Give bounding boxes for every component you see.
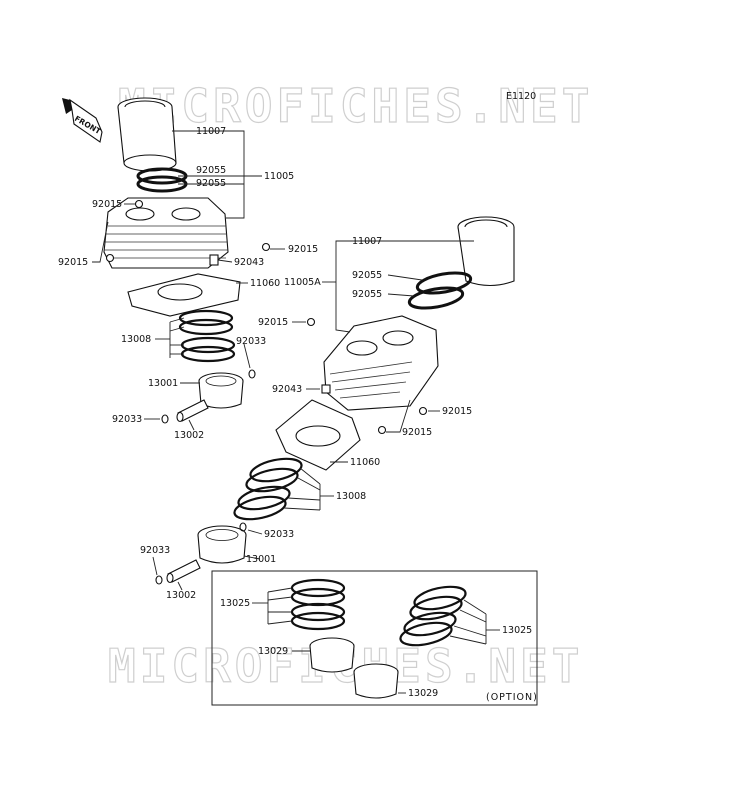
nut-92015-c <box>261 242 271 252</box>
piston-upper <box>198 372 244 409</box>
piston-lower <box>197 525 247 564</box>
label-92015-lower-d: 92015 <box>258 317 288 328</box>
nut-92015-f <box>377 425 387 435</box>
label-11060-lower: 11060 <box>350 457 380 468</box>
label-11005a: 11005A <box>284 277 321 288</box>
nut-92015-b <box>105 253 115 263</box>
option-rings-left <box>290 578 346 631</box>
watermark-top: MICROFICHES.NET <box>118 79 593 133</box>
label-13008-lower: 13008 <box>336 491 366 502</box>
label-92043-upper: 92043 <box>234 257 264 268</box>
label-92015-upper-a: 92015 <box>92 199 122 210</box>
piston-ring-lower-2 <box>407 286 465 310</box>
piston-ring-lower-1 <box>415 271 473 295</box>
label-11007-lower: 11007 <box>352 236 382 247</box>
dowel-92043-a <box>209 254 219 266</box>
label-13029-right: 13029 <box>408 688 438 699</box>
label-13001-lower: 13001 <box>246 554 276 565</box>
option-label: (OPTION) <box>486 692 538 703</box>
label-11060-upper: 11060 <box>250 278 280 289</box>
circlip-92033-d <box>155 575 163 585</box>
dowel-92043-b <box>321 384 331 394</box>
label-13008-upper: 13008 <box>121 334 151 345</box>
piston-sleeve-lower <box>457 216 515 287</box>
label-13002-lower: 13002 <box>166 590 196 601</box>
gasket-lower <box>275 399 361 471</box>
piston-rings-set-lower <box>233 457 303 521</box>
label-92033-upper-b: 92033 <box>112 414 142 425</box>
label-92043-lower: 92043 <box>272 384 302 395</box>
label-92015-upper-c: 92015 <box>288 244 318 255</box>
label-11005: 11005 <box>264 171 294 182</box>
label-11007-upper: 11007 <box>196 126 226 137</box>
nut-92015-d <box>306 317 316 327</box>
label-92033-upper-a: 92033 <box>236 336 266 347</box>
label-92055-upper-2: 92055 <box>196 178 226 189</box>
label-92055-upper-1: 92055 <box>196 165 226 176</box>
label-13025-left: 13025 <box>220 598 250 609</box>
option-rings-right <box>399 585 467 647</box>
label-92055-lower-1: 92055 <box>352 270 382 281</box>
diagram-code: E1120 <box>506 91 536 102</box>
label-92055-lower-2: 92055 <box>352 289 382 300</box>
label-13001-upper: 13001 <box>148 378 178 389</box>
circlip-92033-a <box>248 369 256 379</box>
piston-sleeve-upper <box>117 97 177 172</box>
piston-rings-set-upper <box>178 309 236 363</box>
label-13002-upper: 13002 <box>174 430 204 441</box>
front-arrow-icon: FRONT <box>62 98 103 143</box>
nut-92015-e <box>418 406 428 416</box>
piston-pin-upper <box>176 399 209 423</box>
label-92015-lower-f: 92015 <box>402 427 432 438</box>
option-piston-left <box>309 637 355 673</box>
label-92015-lower-e: 92015 <box>442 406 472 417</box>
nut-92015-a <box>134 199 144 209</box>
option-piston-right <box>353 663 399 699</box>
label-92015-upper-b: 92015 <box>58 257 88 268</box>
circlip-92033-b <box>161 414 169 424</box>
gasket-upper <box>127 273 241 317</box>
label-92033-lower-d: 92033 <box>140 545 170 556</box>
label-13029-left: 13029 <box>258 646 288 657</box>
cylinder-block-lower <box>323 315 439 411</box>
option-box <box>211 570 538 706</box>
label-92033-lower-c: 92033 <box>264 529 294 540</box>
label-13025-right: 13025 <box>502 625 532 636</box>
cylinder-block-upper <box>103 197 229 269</box>
circlip-92033-c <box>239 522 247 532</box>
piston-pin-lower <box>166 559 201 584</box>
